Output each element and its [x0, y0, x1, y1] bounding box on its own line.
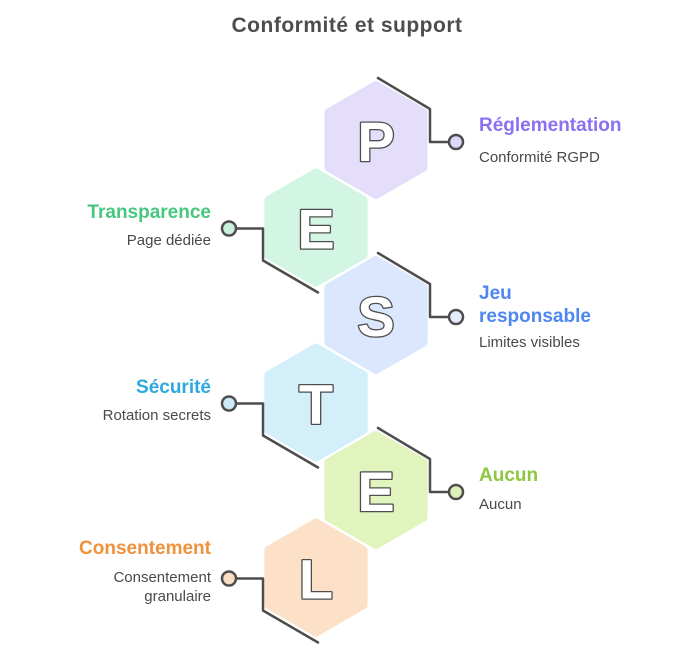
label-securite: Sécurité: [136, 377, 211, 398]
connector-s: [376, 251, 451, 319]
item-e1: E: [220, 168, 368, 294]
label-consentement: Consentement: [79, 538, 211, 559]
hexagon-t: [264, 343, 368, 462]
connector-dot-s: [447, 308, 465, 326]
connector-dot-p: [447, 133, 465, 151]
label-aucun: Aucun: [479, 465, 539, 486]
item-l: L: [220, 518, 368, 644]
item-p: P: [324, 76, 465, 199]
connector-t: [234, 402, 320, 469]
hexagon-letter-e1: E: [297, 198, 334, 261]
connector-dot-t: [220, 395, 238, 412]
hexagon-letter-p: P: [357, 110, 394, 173]
connector-dot-l: [220, 570, 238, 587]
connector-l: [234, 577, 320, 644]
item-s: S: [324, 251, 465, 374]
hexagon-p: [324, 81, 428, 199]
connector-e1: [234, 227, 320, 294]
hexagon-letter-t: T: [299, 373, 333, 436]
item-e2: E: [324, 426, 465, 549]
connector-dot-e2: [447, 483, 465, 501]
hexagon-letter-s: S: [357, 285, 394, 348]
sublabel-transparence: Page dédiée: [126, 232, 211, 249]
connector-p: [376, 76, 451, 144]
sublabel-aucun: Aucun: [479, 496, 522, 513]
label-jeu-responsable: Jeu responsable: [479, 283, 591, 327]
item-t: T: [220, 343, 368, 469]
hexagon-l: [264, 518, 368, 637]
diagram-title: Conformité et support: [231, 14, 463, 37]
label-transparence: Transparence: [87, 202, 211, 223]
sublabel-jeu-responsable: Limites visibles: [479, 334, 580, 351]
sublabel-reglementation: Conformité RGPD: [479, 149, 600, 166]
hexagon-e1: [264, 168, 368, 287]
hexagon-e2: [324, 431, 428, 549]
sublabel-consentement: Consentement granulaire: [113, 569, 211, 605]
sublabel-securite: Rotation secrets: [102, 407, 211, 424]
hexagon-letter-e2: E: [357, 460, 394, 523]
connector-dot-e1: [220, 220, 238, 237]
hexagon-letter-l: L: [299, 548, 333, 611]
hexagon-s: [324, 256, 428, 374]
connector-e2: [376, 426, 451, 494]
label-reglementation: Réglementation: [479, 115, 622, 136]
